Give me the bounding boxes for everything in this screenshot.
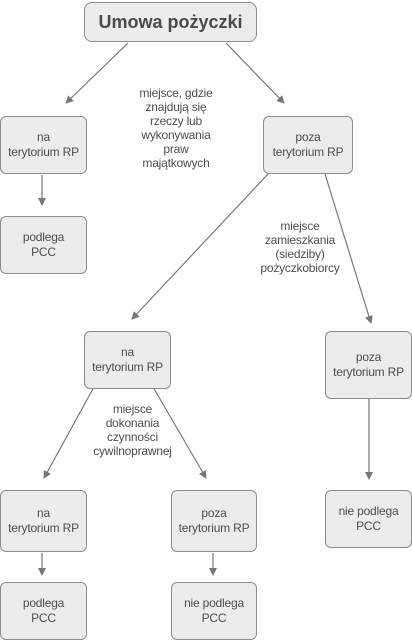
criterion-asset-location: miejsce, gdzie znajdują się rzeczy lub w… bbox=[139, 86, 213, 170]
node-l1-outside-rp: poza terytorium RP bbox=[263, 116, 353, 174]
node-l2-outside-rp: poza terytorium RP bbox=[325, 331, 412, 399]
arrow-l2-left-to-l3-left bbox=[43, 386, 95, 479]
node-l3-result-not-subject-pcc: nie podlega PCC bbox=[171, 582, 257, 640]
node-l2-within-rp: na terytorium RP bbox=[84, 331, 171, 389]
arrow-l2-left-to-l3-right bbox=[152, 386, 207, 479]
arrow-l1-right-to-l2-left bbox=[131, 173, 269, 320]
node-l1-result-subject-pcc: podlega PCC bbox=[0, 216, 87, 274]
node-l3-within-rp: na terytorium RP bbox=[0, 490, 87, 552]
node-l3-outside-rp: poza terytorium RP bbox=[171, 490, 257, 552]
node-l3-result-subject-pcc: podlega PCC bbox=[0, 582, 87, 640]
criterion-borrower-residence: miejsce zamieszkania (siedziby) pożyczko… bbox=[260, 219, 340, 275]
criterion-transaction-place: miejsce dokonania czynności cywilnoprawn… bbox=[93, 402, 172, 458]
node-l1-within-rp: na terytorium RP bbox=[0, 116, 87, 174]
arrow-l1-right-to-l2-right bbox=[324, 173, 373, 324]
node-l2-result-not-subject-pcc: nie podlega PCC bbox=[325, 490, 412, 548]
root-node-loan-agreement: Umowa pożyczki bbox=[84, 2, 257, 42]
arrow-root-to-l1-left bbox=[65, 42, 129, 104]
arrow-root-to-l1-right bbox=[225, 42, 285, 104]
